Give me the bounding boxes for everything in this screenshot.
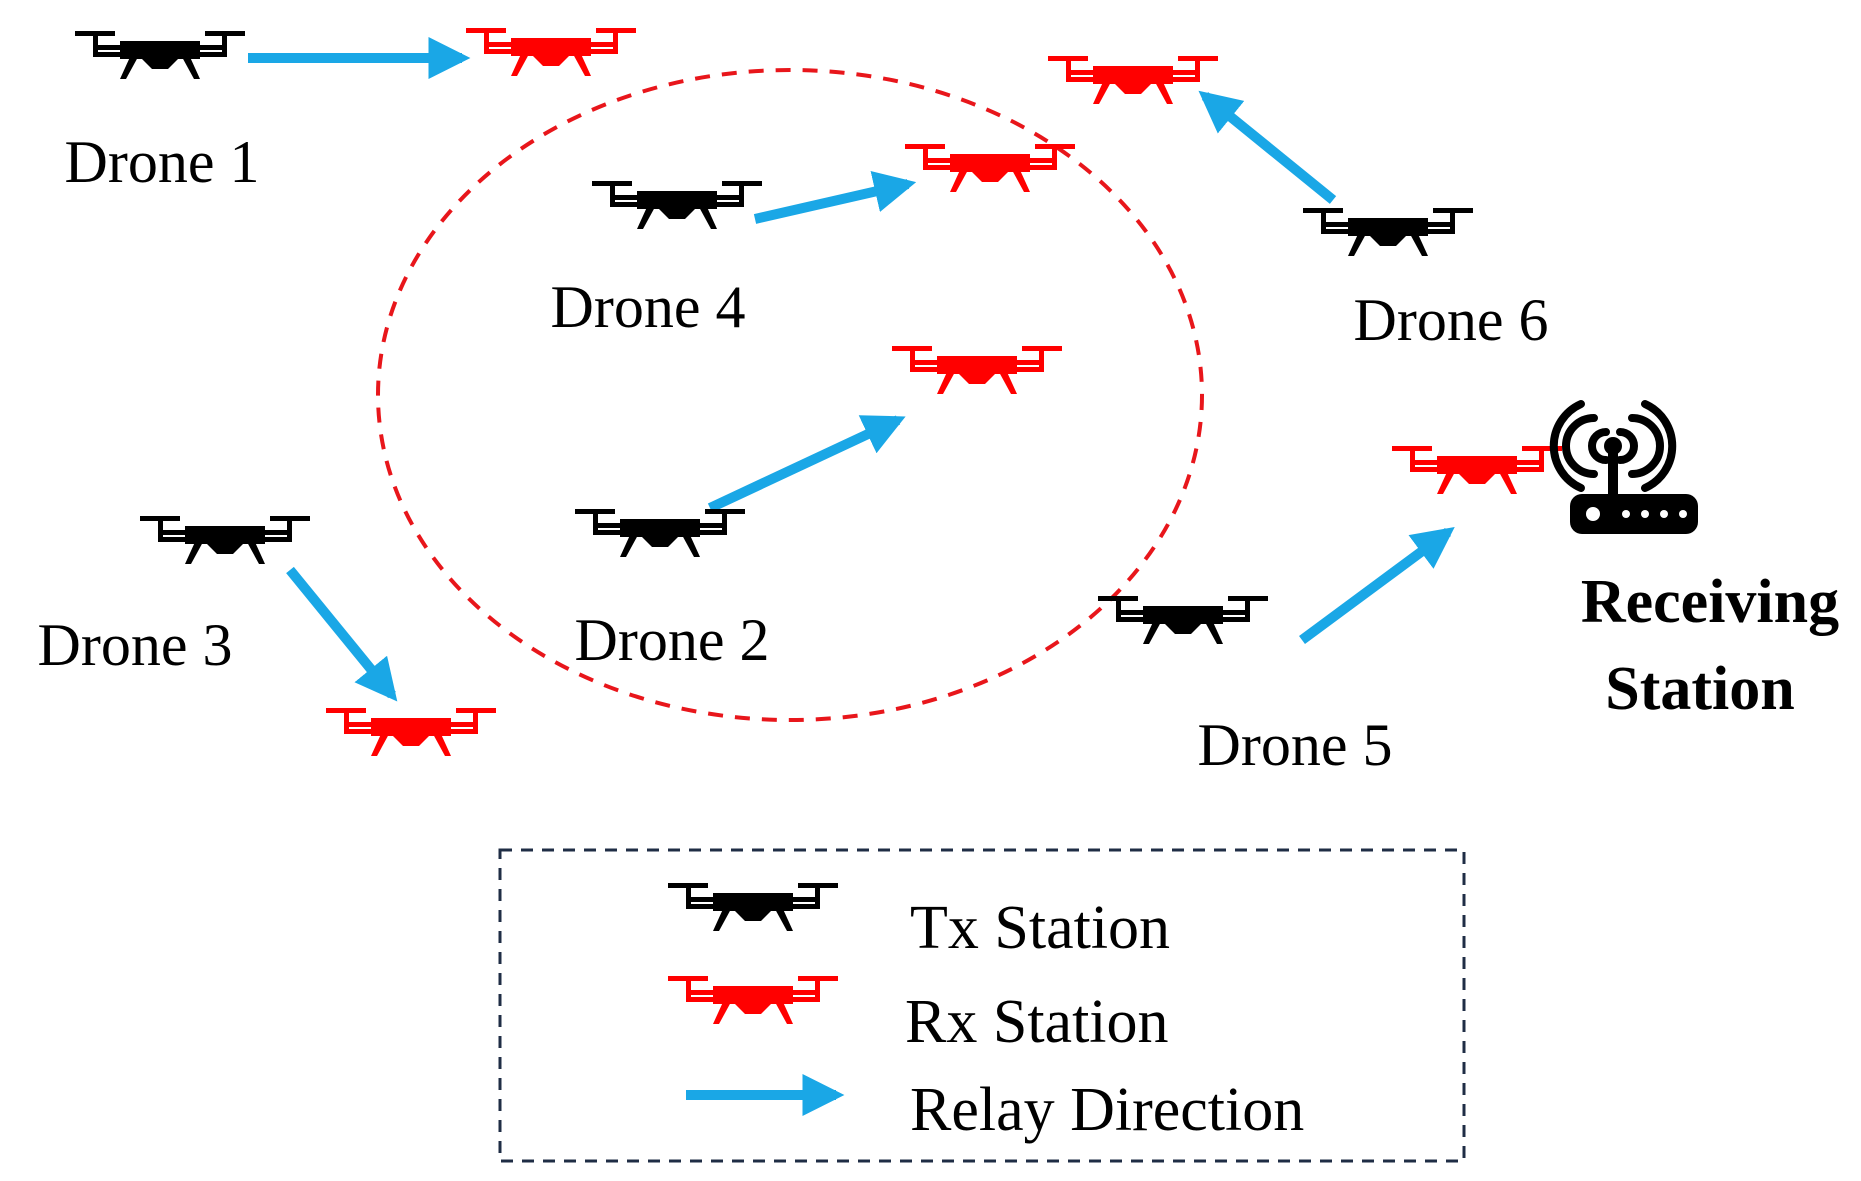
wifi-router-icon [1549, 400, 1698, 534]
drone-icon [466, 28, 636, 76]
rx-drones [326, 28, 1562, 756]
drone-icon [75, 31, 245, 79]
drone-icon [892, 346, 1062, 394]
legend-relay-label: Relay Direction [910, 1076, 1304, 1144]
drone-label: Drone 6 [1354, 287, 1549, 353]
drone-label: Drone 2 [575, 607, 770, 673]
receiving-station-label-line2: Station [1605, 655, 1794, 723]
tx-drones [75, 31, 1473, 644]
drone-icon [1392, 446, 1562, 494]
legend: Tx Station Rx Station Relay Direction [498, 848, 1466, 1163]
legend-rx-label: Rx Station [905, 988, 1169, 1056]
relay-arrow-drone-6 [1198, 90, 1337, 204]
drone-icon [1098, 596, 1268, 644]
drone-icon [1303, 208, 1473, 256]
legend-tx-label: Tx Station [910, 894, 1170, 962]
drone-icon [1048, 56, 1218, 104]
legend-box [498, 848, 1466, 1163]
drone-icon [140, 516, 310, 564]
drone-label: Drone 5 [1198, 712, 1393, 778]
drone-label: Drone 1 [65, 129, 260, 195]
receiving-station-label-line1: Receiving [1581, 568, 1839, 636]
legend-rx-drone-icon [668, 976, 838, 1024]
relay-arrow-drone-4 [753, 171, 917, 224]
drone-label: Drone 3 [38, 612, 233, 678]
drone-icon [905, 144, 1075, 192]
relay-arrow-drone-5 [1299, 527, 1455, 645]
relay-arrows [248, 37, 1455, 702]
legend-tx-drone-icon [668, 883, 838, 931]
drone-icon [326, 708, 496, 756]
relay-arrow-drone-2 [707, 415, 906, 513]
drone-icon [592, 181, 762, 229]
drone-label: Drone 4 [551, 274, 746, 340]
communication-range-ellipse [376, 68, 1204, 722]
relay-arrow-drone-3 [286, 566, 398, 702]
drone-icon [575, 509, 745, 557]
